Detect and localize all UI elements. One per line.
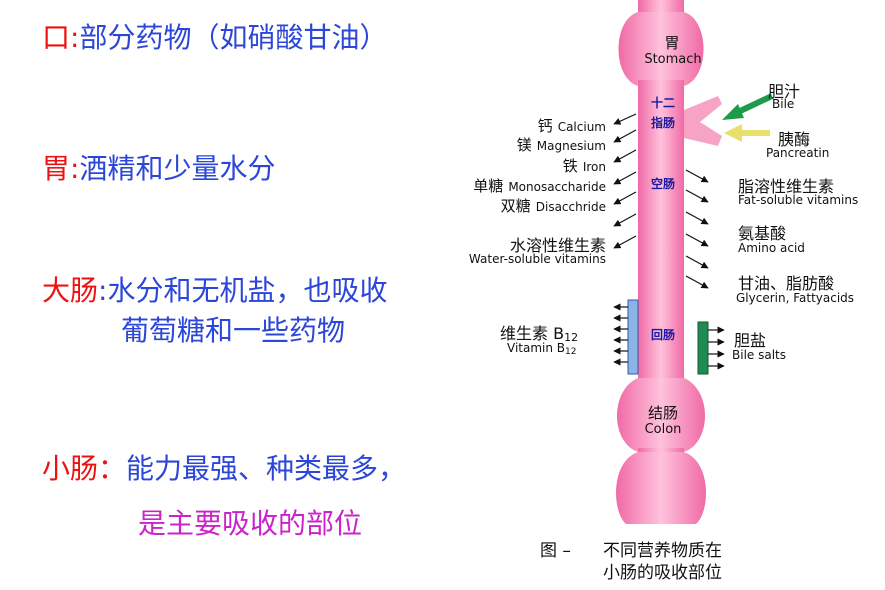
glycerin-en: Glycerin, Fattyacids [736,291,854,305]
caption-line2: 小肠的吸收部位 [603,562,722,584]
colon-en: Colon [638,422,688,437]
iron-zh: 铁 [563,157,578,175]
monosaccharide-label: 单糖 Monosaccharide [473,175,606,196]
monosaccharide-en: Monosaccharide [508,180,606,194]
caption-prefix: 图 – [540,540,571,562]
right-absorption-arrows [686,170,708,288]
b12-arrows [614,307,628,362]
fat-soluble-vitamins-en: Fat-soluble vitamins [738,193,858,207]
magnesium-zh: 镁 [517,136,532,154]
rectum-bulb [616,452,706,524]
duodenum-line1: 十二 [645,94,681,111]
disaccharide-en: Disacchride [536,200,606,214]
duct [684,96,722,146]
vitamin-b12-en: Vitamin B12 [507,341,576,357]
pancreatin-en: Pancreatin [766,146,829,160]
jejunum-label: 空肠 [645,175,681,192]
calcium-en: Calcium [558,120,606,134]
left-absorption-arrows [614,114,636,248]
bile-salts-arrows [708,330,724,366]
calcium-zh: 钙 [538,117,553,135]
caption-line1: 不同营养物质在 [603,540,722,562]
colon-zh: 结肠 [642,402,684,423]
ileum-label: 回肠 [645,326,681,343]
water-soluble-vitamins-en: Water-soluble vitamins [469,252,606,266]
bile-salts-en: Bile salts [732,348,786,362]
duodenum-line2: 指肠 [645,114,681,131]
bile-salts-bar [698,322,708,374]
amino-acid-en: Amino acid [738,241,805,255]
b12-bar [628,300,638,374]
calcium-label: 钙 Calcium [538,115,606,136]
bile-en: Bile [772,97,794,111]
pancreatin-arrow [724,124,770,142]
disaccharide-label: 双糖 Disacchride [501,195,606,216]
vitamin-b12-en-sub: 12 [565,347,576,357]
iron-label: 铁 Iron [563,155,606,176]
disaccharide-zh: 双糖 [501,197,531,215]
magnesium-en: Magnesium [537,139,606,153]
stomach-zh: 胃 [652,32,692,53]
stomach-en: Stomach [638,52,708,67]
monosaccharide-zh: 单糖 [473,177,503,195]
magnesium-label: 镁 Magnesium [517,134,606,155]
iron-en: Iron [583,160,606,174]
vitamin-b12-en-text: Vitamin B [507,341,565,355]
bile-arrow [722,96,772,120]
